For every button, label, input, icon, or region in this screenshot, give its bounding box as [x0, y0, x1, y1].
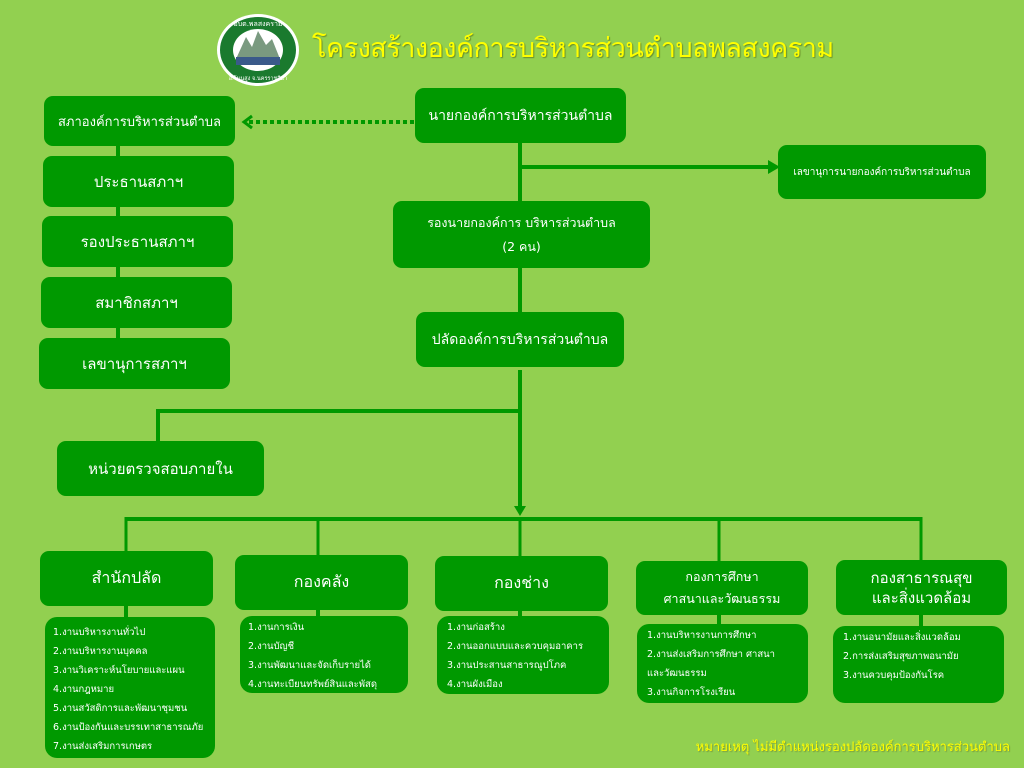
department-name-line2: ศาสนาและวัฒนธรรม [663, 591, 781, 606]
task-item: 2.งานออกแบบและควบคุมอาคาร [447, 641, 584, 652]
council-member-label: สมาชิกสภาฯ [95, 293, 178, 312]
task-item: 6.งานป้องกันและบรรเทาสาธารณภัย [53, 722, 204, 733]
footnote: หมายเหตุ ไม่มีตำแหน่งรองปลัดองค์การบริหา… [695, 740, 1010, 755]
internal-audit-box: หน่วยตรวจสอบภายใน [57, 441, 264, 496]
council-member-box: สมาชิกสภาฯ [41, 277, 232, 328]
council-vice-president-box: รองประธานสภาฯ [42, 216, 233, 267]
task-item: 1.งานการเงิน [248, 622, 305, 633]
council-president-box: ประธานสภาฯ [43, 156, 234, 207]
task-item: 3.งานกิจการโรงเรียน [647, 687, 736, 698]
department-name: กองคลัง [293, 572, 350, 591]
task-item: 3.งานพัฒนาและจัดเก็บรายได้ [248, 660, 371, 671]
department-name: กองช่าง [494, 573, 549, 592]
task-item: 1.งานบริหารงานทั่วไป [53, 627, 146, 638]
department-box-engineering: กองช่าง [435, 556, 608, 611]
mayor-box: นายกองค์การบริหารส่วนตำบล [415, 88, 626, 143]
council-vice-president-label: รองประธานสภาฯ [80, 232, 195, 251]
task-item: 4.งานกฎหมาย [53, 684, 115, 695]
logo-bottom-text: อ.โนนสูง จ.นครราชสีมา [229, 74, 288, 82]
task-item: 4.งานทะเบียนทรัพย์สินและพัสดุ [248, 679, 377, 690]
arrowhead-secretary-icon [768, 160, 780, 174]
task-item: 2.งานบริหารงานบุคคล [53, 646, 148, 657]
deputy-mayor-label: รองนายกองค์การ บริหารส่วนตำบล [427, 214, 616, 230]
task-item: 2.งานส่งเสริมการศึกษา ศาสนา [647, 649, 775, 660]
arrowhead-council-icon [241, 114, 253, 130]
task-list-engineering: 1.งานก่อสร้าง 2.งานออกแบบและควบคุมอาคาร … [437, 616, 609, 694]
task-item: 3.งานวิเคราะห์นโยบายและแผน [53, 665, 185, 676]
council-secretary-box: เลขานุการสภาฯ [39, 338, 230, 389]
chief-administrator-box: ปลัดองค์การบริหารส่วนตำบล [416, 312, 624, 367]
deputy-mayor-count: (2 คน) [502, 238, 541, 254]
department-box-office: สำนักปลัด [40, 551, 213, 606]
department-name: สำนักปลัด [91, 568, 162, 587]
department-name-line2: และสิ่งแวดล้อม [871, 588, 972, 607]
internal-audit-label: หน่วยตรวจสอบภายใน [88, 459, 233, 478]
chief-administrator-label: ปลัดองค์การบริหารส่วนตำบล [431, 331, 609, 348]
mayor-label: นายกองค์การบริหารส่วนตำบล [428, 107, 613, 124]
mayor-secretary-label: เลขานุการนายกองค์การบริหารส่วนตำบล [793, 166, 971, 178]
task-item: 2.งานบัญชี [248, 641, 295, 652]
task-item: 4.งานผังเมือง [447, 679, 503, 690]
task-item: 1.งานอนามัยและสิ่งแวดล้อม [843, 632, 961, 643]
task-list-office: 1.งานบริหารงานทั่วไป 2.งานบริหารงานบุคคล… [45, 617, 215, 758]
task-item: 7.งานส่งเสริมการเกษตร [53, 741, 153, 752]
department-box-education: กองการศึกษา ศาสนาและวัฒนธรรม [636, 561, 808, 615]
task-item: 1.งานก่อสร้าง [447, 622, 505, 633]
arrowhead-departments-icon [514, 506, 526, 516]
council-label: สภาองค์การบริหารส่วนตำบล [58, 114, 221, 130]
mayor-secretary-box: เลขานุการนายกองค์การบริหารส่วนตำบล [778, 145, 986, 199]
council-secretary-label: เลขานุการสภาฯ [82, 354, 187, 373]
logo-top-text: อบต.พลสงคราม [234, 20, 283, 28]
task-item: 2.การส่งเสริมสุขภาพอนามัย [843, 651, 959, 662]
department-box-public-health: กองสาธารณสุข และสิ่งแวดล้อม [836, 560, 1007, 615]
emblem-logo-icon: อบต.พลสงคราม อ.โนนสูง จ.นครราชสีมา [216, 13, 300, 87]
deputy-mayor-box: รองนายกองค์การ บริหารส่วนตำบล (2 คน) [393, 201, 650, 268]
task-list-education: 1.งานบริหารงานการศึกษา 2.งานส่งเสริมการศ… [637, 624, 808, 703]
department-name-line1: กองสาธารณสุข [870, 568, 973, 587]
department-name-line1: กองการศึกษา [685, 569, 759, 584]
department-box-finance: กองคลัง [235, 555, 408, 610]
task-item: 3.งานประสานสาธารณูปโภค [447, 660, 567, 671]
task-list-public-health: 1.งานอนามัยและสิ่งแวดล้อม 2.การส่งเสริมส… [833, 626, 1004, 703]
council-box: สภาองค์การบริหารส่วนตำบล [44, 96, 235, 146]
task-item: 3.งานควบคุมป้องกันโรค [843, 670, 945, 681]
task-item: 5.งานสวัสดิการและพัฒนาชุมชน [53, 703, 188, 714]
task-item: 1.งานบริหารงานการศึกษา [647, 630, 757, 641]
chart-title: โครงสร้างองค์การบริหารส่วนตำบลพลสงคราม [312, 33, 834, 64]
task-list-finance: 1.งานการเงิน 2.งานบัญชี 3.งานพัฒนาและจัด… [240, 616, 408, 693]
task-item: และวัฒนธรรม [647, 668, 707, 679]
council-president-label: ประธานสภาฯ [93, 172, 184, 191]
